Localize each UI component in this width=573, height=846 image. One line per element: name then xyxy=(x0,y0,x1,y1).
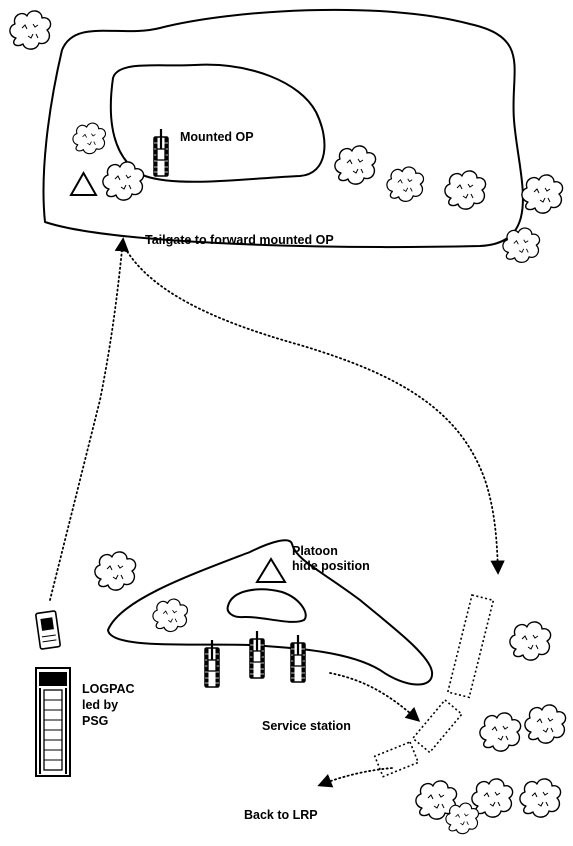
landmark-triangle-icon xyxy=(71,173,96,195)
platoon-label-line2: hide position xyxy=(292,559,370,573)
service-station-label: Service station xyxy=(262,719,351,733)
tree-icon xyxy=(480,713,521,751)
logpac-label-line2: led by xyxy=(82,698,118,712)
logpac-truck-icon xyxy=(36,668,70,776)
tree-icon xyxy=(510,622,551,660)
logpac-label-line1: LOGPAC xyxy=(82,682,135,696)
tree-icon xyxy=(10,11,51,49)
tailgate-label: Tailgate to forward mounted OP xyxy=(145,233,334,247)
logpac-label-line3: PSG xyxy=(82,714,108,728)
tree-icon xyxy=(520,779,561,817)
forward-terrain-outline xyxy=(44,10,523,247)
tree-icon xyxy=(445,171,486,209)
route-back-to-lrp xyxy=(320,768,392,785)
tree-icon xyxy=(73,123,106,154)
tree-icon xyxy=(503,228,540,262)
lead-vehicle-icon xyxy=(36,611,61,649)
tree-icon xyxy=(103,162,144,200)
tree-icon xyxy=(335,146,376,184)
hide-position-inner-feature xyxy=(228,589,306,622)
service-station-box xyxy=(448,595,494,697)
platoon-landmark-triangle-icon xyxy=(257,559,285,582)
service-station-box xyxy=(375,742,418,777)
tree-icon xyxy=(153,599,188,631)
platoon-tank-icon xyxy=(291,635,305,682)
platoon-tank-icon xyxy=(205,640,219,687)
platoon-tank-icon xyxy=(250,631,264,678)
route-platoon-to-service xyxy=(330,673,418,720)
back-to-lrp-label: Back to LRP xyxy=(244,808,318,822)
service-station-box xyxy=(413,700,462,752)
route-forward-to-service xyxy=(125,248,498,572)
route-logpac-to-forward-op xyxy=(50,240,123,600)
tree-icon xyxy=(387,167,424,201)
tree-icon xyxy=(446,803,479,834)
tree-icon xyxy=(525,705,566,743)
tree-icon xyxy=(95,552,136,590)
tree-icon xyxy=(522,175,563,213)
mounted-op-tank-icon xyxy=(154,129,168,176)
mounted-op-area xyxy=(111,65,325,182)
mounted-op-label: Mounted OP xyxy=(180,130,254,144)
platoon-label-line1: Platoon xyxy=(292,544,338,558)
